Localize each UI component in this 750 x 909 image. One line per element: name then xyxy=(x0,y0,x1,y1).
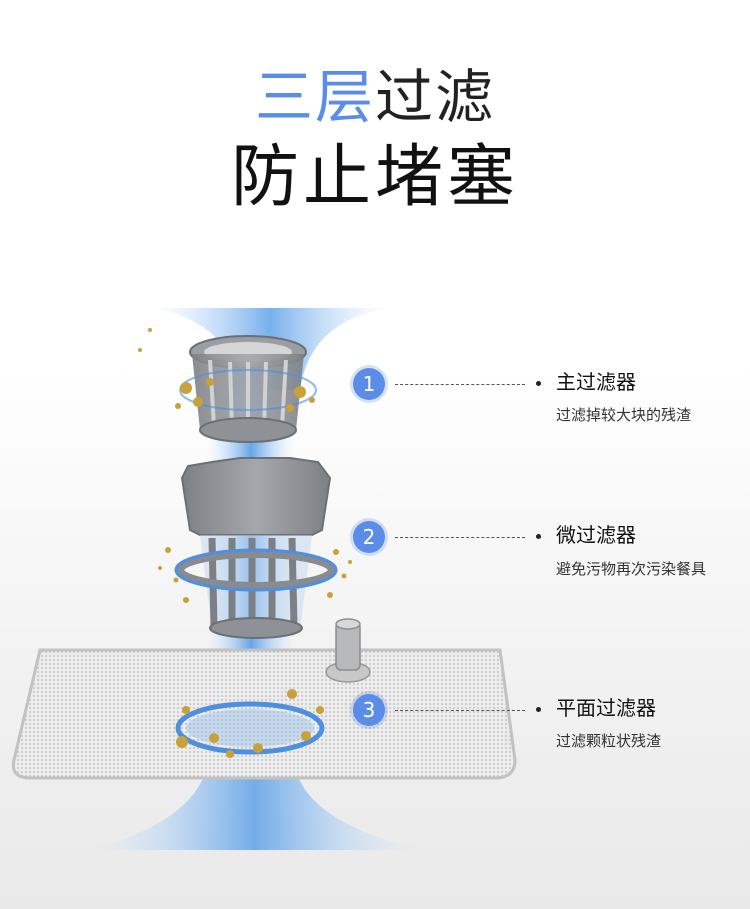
callout-3-title: 平面过滤器 xyxy=(556,696,656,720)
callout-2-dot xyxy=(536,534,541,539)
water-funnel-bottom xyxy=(90,760,420,850)
flat-filter-ring xyxy=(175,701,325,755)
debris-flat xyxy=(176,689,324,758)
callout-1-number: 1 xyxy=(353,368,385,400)
callout-1-dot xyxy=(536,381,541,386)
callout-2-number: 2 xyxy=(353,521,385,553)
callout-1-title: 主过滤器 xyxy=(556,370,636,394)
debris-main xyxy=(138,328,315,412)
headline-line-2: 防止堵塞 xyxy=(230,138,519,217)
filter-illustration xyxy=(11,308,517,850)
callout-3-description: 过滤颗粒状残渣 xyxy=(556,732,662,750)
headline-line-1: 三层过滤 xyxy=(0,62,750,132)
headline-accent: 三层 xyxy=(254,63,375,131)
callout-1-leader xyxy=(395,384,525,385)
callout-2-description: 避免污物再次污染餐具 xyxy=(556,560,707,578)
callout-3-number: 3 xyxy=(353,694,385,726)
main-filter xyxy=(179,335,317,443)
callout-2-leader xyxy=(395,537,525,538)
micro-filter xyxy=(174,457,338,639)
flat-filter-plate xyxy=(11,648,517,780)
headline-rest: 过滤 xyxy=(375,63,496,131)
debris-micro xyxy=(158,547,352,603)
callout-3-leader xyxy=(395,710,525,711)
callout-2-title: 微过滤器 xyxy=(556,523,636,547)
callout-1-description: 过滤掉较大块的残渣 xyxy=(556,406,692,424)
callout-3-dot xyxy=(536,707,541,712)
